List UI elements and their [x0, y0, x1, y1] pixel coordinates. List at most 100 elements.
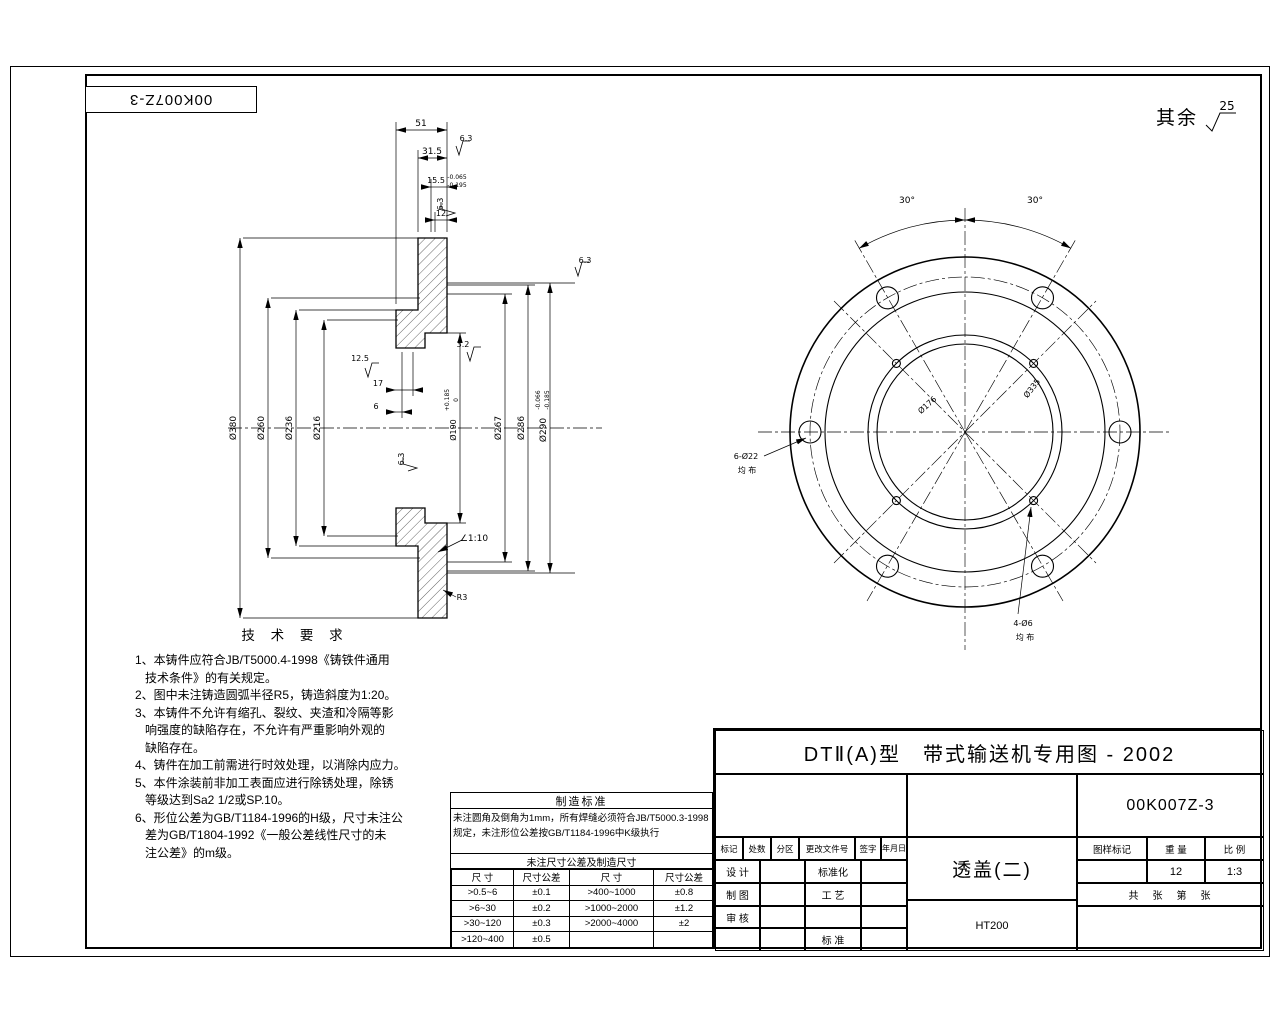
section-leaders [437, 539, 463, 598]
titleblock-empty-cell [1077, 860, 1147, 883]
tolerance-col-header: 尺 寸 [569, 869, 654, 886]
titleblock-part-name: 透盖(二) [907, 837, 1077, 900]
titleblock-empty-cell [760, 906, 805, 928]
tech-requirement-line: 1、本铸件应符合JB/T5000.4-1998《铸铁件通用 [135, 653, 390, 667]
titleblock-rev-header: 年月日 [881, 837, 907, 860]
titleblock-empty-cell [861, 928, 907, 951]
dimension-label: 31.5 [422, 147, 442, 157]
dimension-label: 6 [373, 402, 378, 411]
folded-drawing-number: 00K007Z-3 [129, 91, 213, 108]
tech-requirement-line: 5、本件涂装前非加工表面应进行除锈处理，除锈 [135, 775, 394, 790]
tech-requirement-line: 等级达到Sa2 1/2或SP.10。 [135, 793, 290, 807]
tech-requirement-line: 3、本铸件不允许有缩孔、裂纹、夹渣和冷隔等影 [135, 705, 394, 720]
tolerance-cell: >1000~2000 [569, 900, 654, 917]
dimension-label: 6.3 [397, 453, 406, 466]
small-hole [891, 496, 901, 506]
tolerance-cell: ±0.5 [513, 931, 570, 948]
roughness-icon [364, 362, 380, 378]
tolerance-col-header: 尺寸公差 [653, 869, 715, 886]
tolerance-cell: ±1.2 [653, 900, 715, 917]
tolerance-cell: >6~30 [451, 900, 514, 917]
dimension-label: Ø260 [256, 416, 267, 441]
dimension-label: Ø190 [448, 419, 458, 441]
dimension-label: 12 [436, 209, 446, 218]
tech-requirement-line: 注公差》的m级。 [135, 845, 239, 860]
titleblock-material: HT200 [907, 900, 1077, 951]
bolt-hole [1108, 420, 1132, 444]
bolt-hole [875, 286, 900, 310]
dimension-label: 12.5 [351, 354, 369, 363]
bore-circle [876, 343, 1054, 521]
small-hole [1029, 496, 1039, 506]
tech-requirement-line: 4、铸件在加工前需进行时效处理，以消除内应力。 [135, 758, 406, 772]
titleblock-rev-header: 处数 [743, 837, 771, 860]
small-holes [891, 358, 1039, 506]
titleblock-sheet-info: 共 张 第 张 [1077, 883, 1264, 906]
dimension-label: 均 布 [1016, 632, 1035, 642]
tolerance-cell [569, 931, 654, 948]
titleblock-role-standardization: 标准化 [805, 860, 861, 883]
dimension-label: ∠1:10 [460, 534, 489, 544]
titleblock-scale-value: 1:3 [1205, 860, 1264, 883]
dimension-label: R3 [457, 593, 468, 602]
dimension-label: -0.066 [535, 390, 542, 410]
titleblock-info-header-scale: 比 例 [1205, 837, 1264, 860]
technical-requirements-list: 1、本铸件应符合JB/T5000.4-1998《铸铁件通用 技术条件》的有关规定… [135, 652, 455, 862]
title-block: DTⅡ(A)型 带式输送机专用图 - 2002 00K007Z-3 标记 处数 … [713, 728, 1264, 951]
section-extension-lines [243, 122, 575, 619]
front-centerlines [758, 208, 1172, 650]
titleblock-drawing-number: 00K007Z-3 [1077, 774, 1264, 837]
dimension-label: Ø267 [493, 416, 504, 440]
small-hole [891, 358, 901, 368]
section-view [228, 122, 602, 619]
tolerance-table-title: 未注尺寸公差及制造尺寸 [451, 854, 712, 869]
titleblock-empty-cell [760, 928, 805, 951]
roughness-check-icon: 25 [1205, 99, 1237, 132]
front-view [758, 208, 1172, 650]
dimension-label: Ø335 [1021, 377, 1042, 400]
dimension-label: Ø216 [312, 416, 323, 441]
folded-drawing-number-box: 00K007Z-3 [85, 86, 257, 113]
technical-requirements-title: 技 术 要 求 [241, 628, 349, 643]
flange-outer-circle [789, 256, 1141, 608]
front-dimension-arcs [858, 217, 1072, 249]
dimension-label: Ø236 [284, 416, 295, 441]
front-leaders [763, 437, 1033, 615]
dimension-label: 6-Ø22 [734, 451, 758, 461]
dimension-label: 15.5 [427, 176, 445, 185]
standards-table: 制造标准 未注圆角及倒角为1mm，所有焊缝必须符合JB/T5000.3-1998… [450, 792, 715, 949]
dimension-label: 30° [899, 196, 915, 206]
titleblock-main-title: DTⅡ(A)型 带式输送机专用图 - 2002 [715, 730, 1264, 774]
dimension-label: 51 [415, 119, 426, 129]
tech-requirement-line: 响强度的缺陷存在，不允许有严重影响外观的 [135, 723, 386, 737]
bolt-hole [798, 420, 822, 444]
titleblock-role-check: 审 核 [715, 906, 760, 928]
dimension-label: 30° [1027, 196, 1043, 206]
tolerance-cell: >400~1000 [569, 884, 654, 901]
dimension-label: -0.195 [447, 182, 467, 189]
dimension-label: Ø380 [228, 416, 239, 441]
roughness-icon [466, 346, 482, 362]
tolerance-cell: >0.5~6 [451, 884, 514, 901]
titleblock-rev-header: 签字 [855, 837, 881, 860]
tolerance-table: 尺 寸 尺寸公差 尺 寸 尺寸公差 >0.5~6±0.1>400~1000±0.… [451, 869, 715, 948]
dimension-label: 4-Ø6 [1013, 618, 1032, 628]
bolt-hole [875, 554, 900, 578]
tolerance-cell: >30~120 [451, 915, 514, 932]
dimension-labels: 5131.515.5-0.065-0.195126.36.36.312.53.2… [228, 119, 1043, 642]
tolerance-cell: >120~400 [451, 931, 514, 948]
hub-outer-circle [867, 334, 1063, 530]
dimension-label: Ø286 [516, 416, 527, 441]
titleblock-empty-cell [760, 860, 805, 883]
tech-requirement-line: 缺陷存在。 [135, 740, 206, 755]
titleblock-info-header-mark: 图样标记 [1077, 837, 1147, 860]
titleblock-empty-cell [1077, 906, 1264, 951]
tolerance-row: >6~30±0.2>1000~2000±1.2 [451, 900, 715, 917]
dimension-label: -0.185 [544, 390, 551, 410]
titleblock-info-header-weight: 重 量 [1147, 837, 1205, 860]
standards-title: 制造标准 [451, 793, 712, 809]
tolerance-cell: ±0.3 [513, 915, 570, 932]
tolerance-row: >30~120±0.3>2000~4000±2 [451, 915, 715, 932]
